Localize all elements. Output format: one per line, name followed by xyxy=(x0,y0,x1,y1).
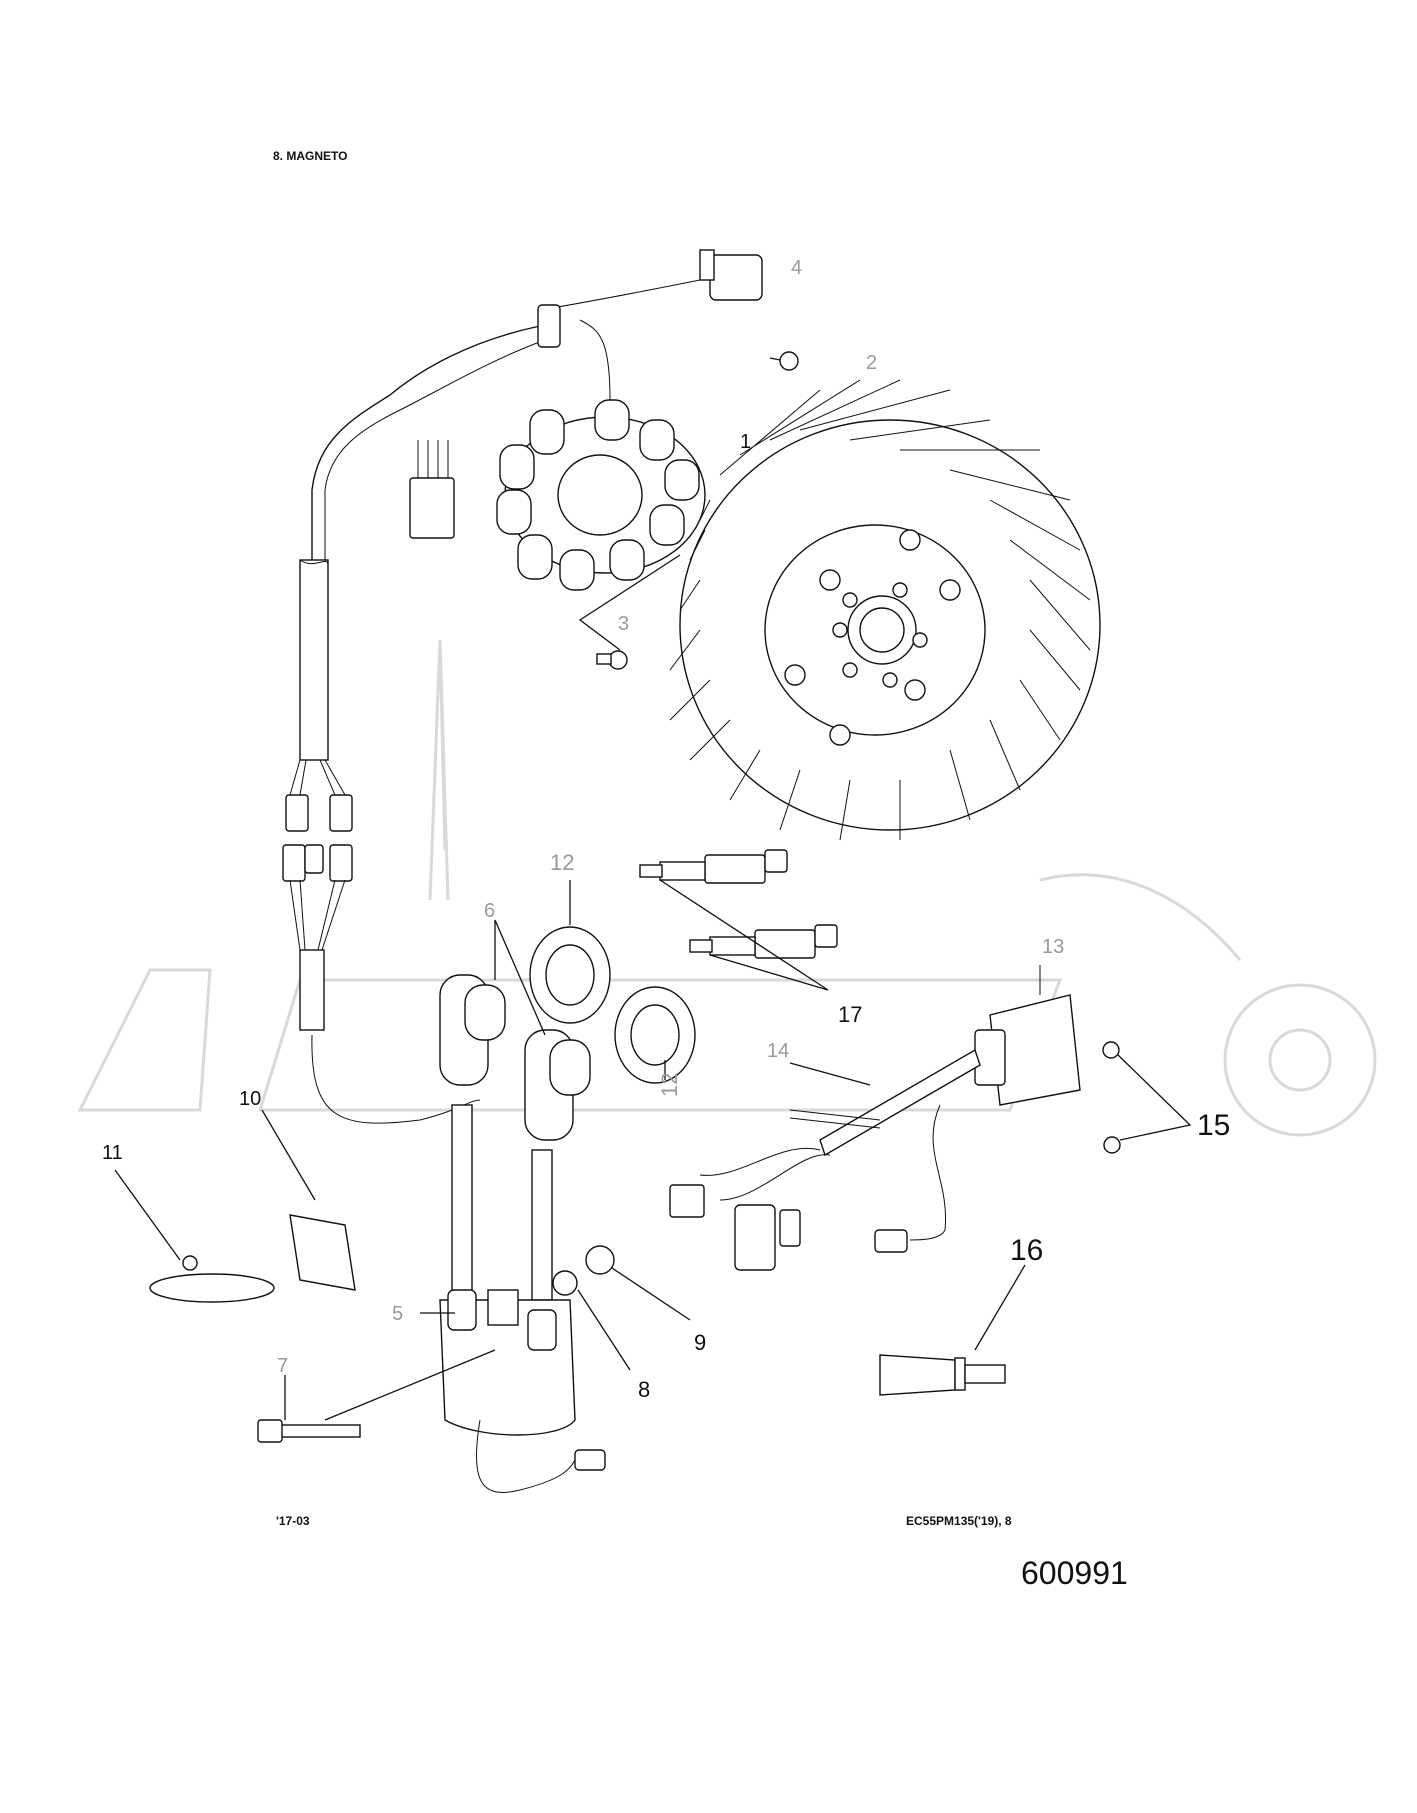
band-part-11 xyxy=(149,1273,275,1303)
callout-8: 8 xyxy=(638,1377,650,1402)
washer-part-8 xyxy=(552,1270,578,1296)
pickup-sensor xyxy=(709,254,763,301)
callout-11: 11 xyxy=(102,1142,123,1164)
spark-plugs-part-17 xyxy=(639,849,838,959)
flywheel-part-2 xyxy=(669,379,1101,841)
callout-15: 15 xyxy=(1197,1109,1230,1142)
callout-14: 14 xyxy=(767,1040,789,1062)
callout-4: 4 xyxy=(791,257,802,279)
harness-connector xyxy=(409,477,455,539)
callout-labels: 1 2 3 4 5 6 7 8 9 10 11 12 12 13 14 15 1… xyxy=(102,257,1230,1402)
section-title: 8. MAGNETO xyxy=(273,149,348,163)
ignition-coil-part-5 xyxy=(439,1289,576,1436)
bolt-part-7 xyxy=(257,1419,361,1443)
callout-12-top: 12 xyxy=(550,850,574,875)
callout-3: 3 xyxy=(618,613,629,635)
page-number: 600991 xyxy=(1021,1555,1128,1591)
screw-part-4 xyxy=(779,351,799,371)
screw-part-3 xyxy=(608,650,628,670)
callout-13: 13 xyxy=(1042,936,1064,958)
plug-caps-part-6 xyxy=(439,974,591,1141)
callout-5: 5 xyxy=(392,1303,403,1325)
callout-7: 7 xyxy=(277,1355,288,1377)
callout-10: 10 xyxy=(239,1088,261,1110)
regulator-part-13 xyxy=(974,994,1081,1106)
callout-16: 16 xyxy=(1010,1234,1043,1267)
boot-part-12 xyxy=(529,926,696,1084)
watermark xyxy=(77,639,1377,1137)
wire-harness-part-14 xyxy=(669,1048,981,1271)
callout-17: 17 xyxy=(838,1002,862,1027)
footer-left-code: '17-03 xyxy=(276,1514,310,1528)
callout-9: 9 xyxy=(694,1330,706,1355)
stator-lead-wire xyxy=(579,319,611,401)
callout-2: 2 xyxy=(866,352,877,374)
stator-part-1 xyxy=(496,399,706,591)
callout-12-bottom: 12 xyxy=(657,1073,682,1097)
nut-part-9 xyxy=(585,1245,615,1275)
callout-1: 1 xyxy=(740,431,751,453)
screw-part-15a xyxy=(1102,1041,1120,1059)
terminal-part-16 xyxy=(879,1354,1006,1396)
clamp-part-10 xyxy=(289,1214,356,1291)
footer-right-code: EC55PM135('19), 8 xyxy=(906,1514,1012,1528)
screw-part-15b xyxy=(1103,1136,1121,1154)
callout-6: 6 xyxy=(484,900,495,922)
